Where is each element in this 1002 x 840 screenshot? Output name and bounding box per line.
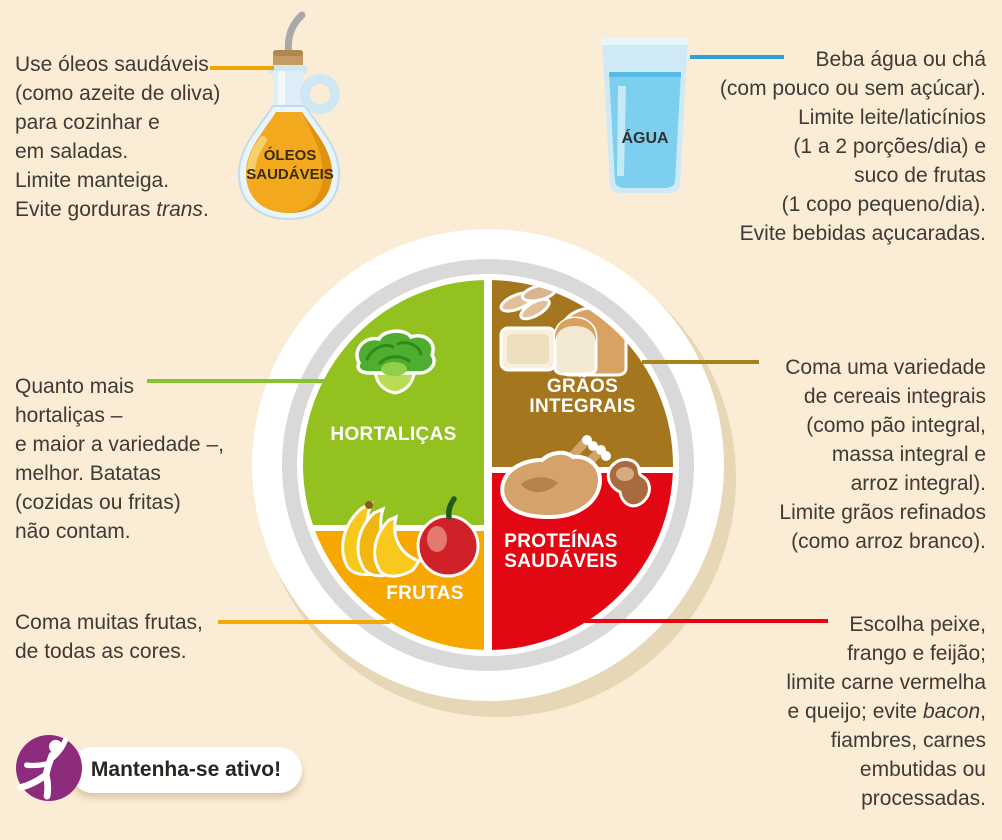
grains-note: Coma uma variedade de cereais integrais (c… (779, 353, 986, 556)
protein-note-italic-prefix: e queijo; evite (787, 700, 923, 723)
protein-label-line1: PROTEÍNAS (504, 531, 618, 552)
water-note-lines: Beba água ou chá (com pouco ou sem açúcar… (720, 45, 986, 248)
water-note: Beba água ou chá (com pouco ou sem açúcar… (720, 45, 986, 248)
bananas-apple-icon (341, 496, 480, 578)
text-line: não contam. (15, 520, 131, 543)
text-line: para cozinhar e (15, 111, 160, 134)
activity-badge-circle (16, 735, 82, 801)
text-line: processadas. (861, 787, 986, 810)
oil-bottle-label: ÓLEOS SAUDÁVEIS (238, 146, 342, 184)
text-line: (cozidas ou fritas) (15, 491, 181, 514)
text-line: Coma uma variedade (785, 356, 986, 379)
text-line: arroz integral). (850, 472, 986, 495)
water-connector-line (690, 55, 784, 59)
text-line: Use óleos saudáveis (15, 53, 209, 76)
text-line: de cereais integrais (803, 385, 986, 408)
protein-connector-line (585, 619, 828, 623)
vegetables-section-label: HORTALIÇAS (330, 424, 457, 445)
fruits-connector-line (218, 620, 390, 624)
text-line: Beba água ou chá (815, 48, 986, 71)
oil-bottle-icon (237, 11, 341, 221)
text-line: Limite leite/laticínios (798, 106, 986, 129)
text-line: de todas as cores. (15, 640, 187, 663)
oils-note-lines: Use óleos saudáveis (como azeite de oliva… (15, 50, 220, 195)
protein-note-italic-suffix: , (980, 700, 986, 723)
text-line: frango e feijão; (847, 642, 986, 665)
grains-label-line2: INTEGRAIS (529, 396, 636, 417)
text-line: (como arroz branco). (791, 530, 986, 553)
protein-note: Escolha peixe, frango e feijão; limite car… (786, 610, 986, 813)
text-line: (com pouco ou sem açúcar). (719, 77, 986, 100)
oils-note-last-prefix: Evite gorduras (15, 198, 157, 221)
text-line: (como azeite de oliva) (15, 82, 221, 105)
vegetables-connector-line (147, 379, 325, 383)
oils-note-italic-word: trans (156, 198, 203, 221)
plate-food-circle: HORTALIÇAS GRÃOS INTEGRAIS FRUTAS PROTEÍ… (303, 280, 673, 650)
text-line: (como pão integral, (806, 414, 986, 437)
grains-section-label: GRÃOS INTEGRAIS (492, 377, 673, 417)
text-line: Coma muitas frutas, (15, 611, 203, 634)
text-line: fiambres, carnes (830, 729, 986, 752)
active-figure-icon (17, 737, 69, 800)
text-line: melhor. Batatas (15, 462, 161, 485)
fruits-note: Coma muitas frutas, de todas as cores. (15, 608, 203, 666)
grains-connector-line (642, 360, 759, 364)
text-line: em saladas. (15, 140, 129, 163)
text-line: embutidas ou (859, 758, 986, 781)
bread-icon (499, 283, 628, 377)
protein-note-italic-word: bacon (922, 700, 981, 723)
text-line: Quanto mais (15, 375, 135, 398)
text-line: Escolha peixe, (849, 613, 986, 636)
text-line: suco de frutas (854, 164, 986, 187)
protein-note-lines: Escolha peixe, frango e feijão; limite car… (786, 610, 986, 697)
protein-section-label: PROTEÍNAS SAUDÁVEIS (471, 532, 651, 572)
text-line: (1 copo pequeno/dia). (781, 193, 986, 216)
vegetables-note: Quanto mais hortaliças – e maior a varieda… (15, 372, 224, 546)
activity-badge-pill: Mantenha-se ativo! (70, 747, 302, 793)
text-line: e maior a variedade –, (15, 433, 224, 456)
text-line: e queijo; evite bacon, (786, 697, 987, 726)
text-line: limite carne vermelha (786, 671, 986, 694)
chicken-bean-icon (500, 435, 651, 520)
fruits-section-label: FRUTAS (386, 583, 464, 604)
vegetables-section (303, 280, 484, 525)
oil-bottle-label-line1: ÓLEOS (263, 147, 317, 164)
protein-label-line2: SAUDÁVEIS (504, 551, 618, 572)
lettuce-icon (355, 329, 436, 395)
text-line: Evite bebidas açucaradas. (739, 222, 986, 245)
text-line: Limite manteiga. (15, 169, 170, 192)
oils-note: Use óleos saudáveis (como azeite de oliva… (15, 50, 220, 224)
text-line: Limite grãos refinados (779, 501, 986, 524)
oils-connector-line (210, 66, 274, 70)
text-line: (1 a 2 porções/dia) e (793, 135, 986, 158)
text-line: massa integral e (831, 443, 986, 466)
vegetables-note-lines: Quanto mais hortaliças – e maior a varieda… (15, 372, 224, 546)
water-glass-icon (602, 38, 688, 193)
text-line: hortaliças – (15, 404, 123, 427)
text-line: Evite gorduras trans. (15, 195, 220, 224)
fruits-note-lines: Coma muitas frutas, de todas as cores. (15, 608, 203, 666)
water-glass-label: ÁGUA (621, 130, 669, 147)
grains-label-line1: GRÃOS (546, 376, 619, 397)
protein-note-lines-after: fiambres, carnes embutidas ou processadas. (786, 726, 986, 813)
oil-bottle-label-line2: SAUDÁVEIS (246, 166, 334, 183)
oils-note-last-suffix: . (202, 198, 209, 221)
grains-note-lines: Coma uma variedade de cereais integrais (c… (779, 353, 986, 556)
